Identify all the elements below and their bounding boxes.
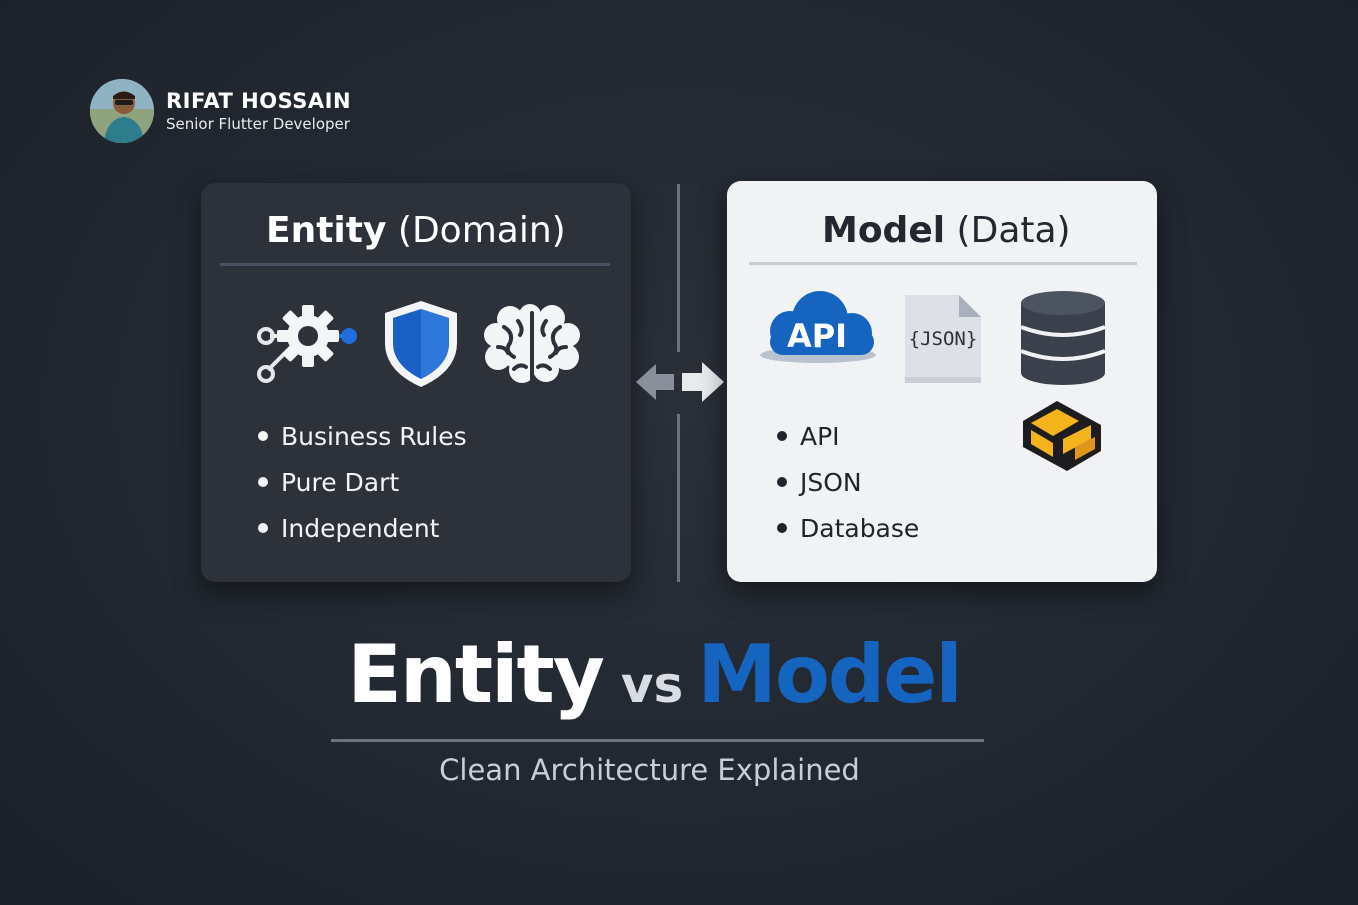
model-bullet-text: Database [800,514,920,543]
author-badge: RIFAT HOSSAIN Senior Flutter Developer [90,78,351,144]
list-item: Database [777,506,919,552]
bullet-dot [777,477,787,487]
bullet-dot [777,431,787,441]
entity-title-bold: Entity [266,210,387,251]
center-divider-top [677,184,680,352]
list-item: Business Rules [258,414,467,460]
entity-bullet-text: Pure Dart [281,468,400,497]
center-divider-bottom [677,414,680,582]
entity-title-light: (Domain) [397,210,566,251]
headline-rule [331,739,984,742]
headline-model: Model [697,628,963,721]
entity-bullet-text: Business Rules [281,422,467,451]
subtitle: Clean Architecture Explained [439,753,860,787]
headline-vs: vs [620,656,684,714]
cube-icon [1023,401,1101,471]
bullet-dot [258,523,268,533]
json-icon-label: {JSON} [909,328,978,350]
entity-title-rule [220,263,610,266]
bullet-dot [777,523,787,533]
model-title-rule [749,262,1137,265]
author-name: RIFAT HOSSAIN [166,89,352,113]
bidirectional-arrow-icon [636,362,724,402]
bullet-dot [258,477,268,487]
gear-network-icon [257,305,357,383]
author-role: Senior Flutter Developer [166,115,350,133]
json-file-icon: {JSON} [905,295,981,383]
api-cloud-icon: API [760,291,876,363]
list-item: API [777,414,919,460]
api-icon-label: API [787,317,847,355]
list-item: Independent [258,506,467,552]
database-icon [1020,291,1106,385]
entity-card-title: Entity (Domain) [266,206,566,256]
entity-bullet-list: Business Rules Pure Dart Independent [258,414,467,552]
bullet-dot [258,431,268,441]
model-title-bold: Model [822,210,946,251]
model-bullet-text: API [800,422,840,451]
brain-icon [484,304,580,383]
model-bullet-list: API JSON Database [777,414,919,552]
avatar [90,79,154,143]
list-item: Pure Dart [258,460,467,506]
list-item: JSON [777,460,919,506]
model-card-title: Model (Data) [822,206,1071,256]
model-bullet-text: JSON [800,468,862,497]
model-title-light: (Data) [956,210,1071,251]
shield-icon [385,301,457,387]
headline-entity: Entity [347,628,605,721]
entity-bullet-text: Independent [281,514,440,543]
